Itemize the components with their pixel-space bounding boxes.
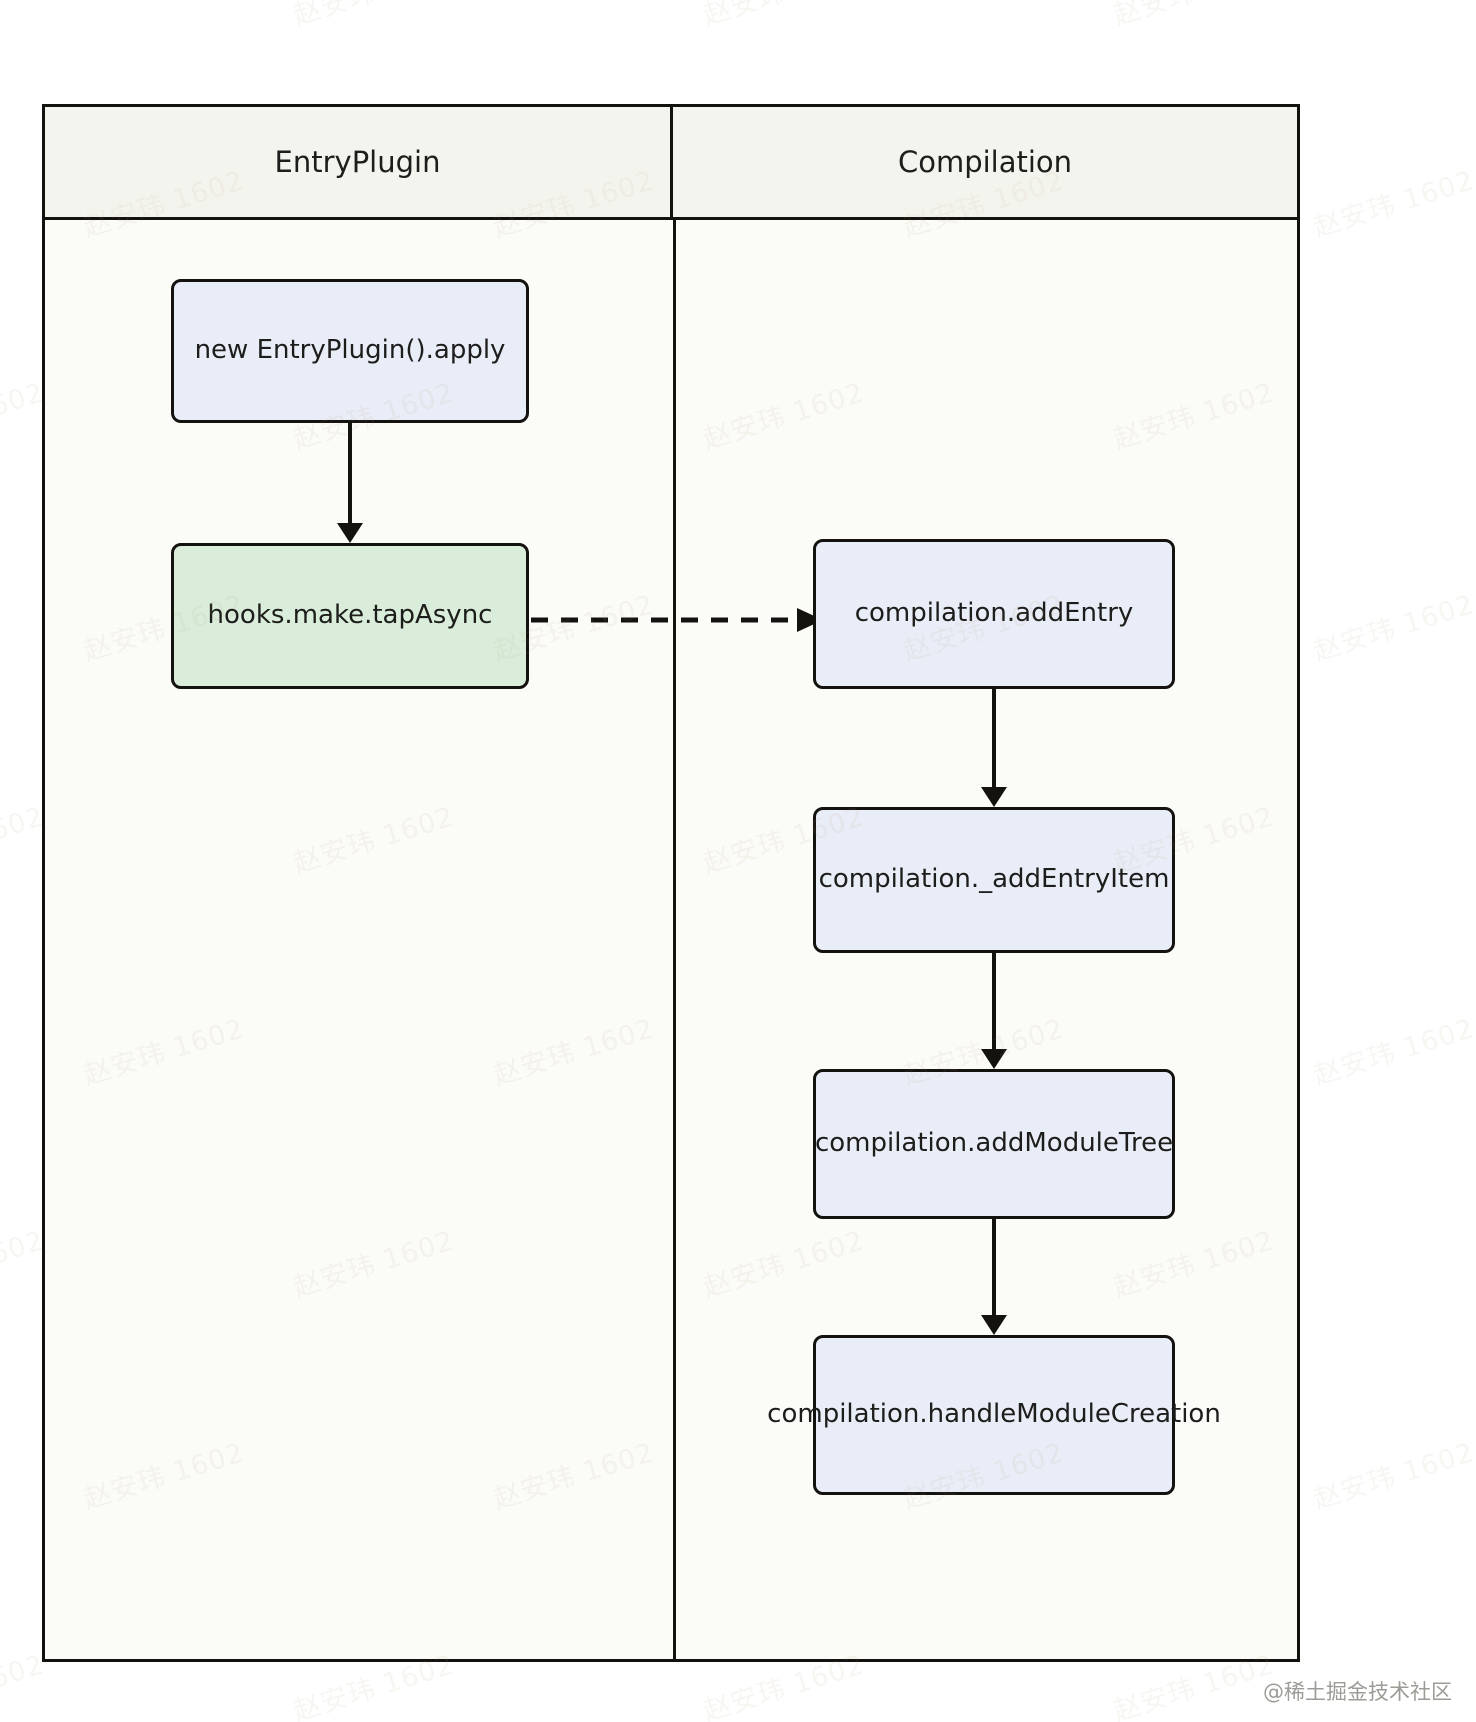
node-hooks-make-tapasync[interactable]: hooks.make.tapAsync: [171, 543, 529, 689]
node-new-entryplugin-apply[interactable]: new EntryPlugin().apply: [171, 279, 529, 423]
watermark-text: 赵安玮 1602: [288, 0, 458, 32]
watermark-text: 赵安玮 1602: [1309, 589, 1476, 668]
watermark-text: 赵安玮 1602: [1309, 165, 1476, 244]
node-compilation-addmoduletree[interactable]: compilation.addModuleTree: [813, 1069, 1175, 1219]
watermark-text: 赵安玮 1602: [1309, 1437, 1476, 1516]
watermark-text: 赵安玮 1602: [0, 0, 48, 32]
node-compilation-handlemodulecreation[interactable]: compilation.handleModuleCreation: [767, 1335, 1221, 1495]
lane-title-compilation: Compilation: [897, 145, 1073, 179]
arrowhead-right: [797, 608, 823, 632]
lane-divider: [673, 220, 676, 1662]
node-compilation-addentryitem[interactable]: compilation._addEntryItem: [813, 807, 1175, 953]
lane-title-entryplugin: EntryPlugin: [45, 107, 673, 217]
watermark-text: 赵安玮 1602: [1108, 0, 1278, 32]
node-compilation-addentry[interactable]: compilation.addEntry: [813, 539, 1175, 689]
watermark-text: 赵安玮 1602: [698, 0, 868, 32]
edge-tapasync-to-addentry: [531, 608, 823, 632]
lane-header-row: EntryPlugin Compilation: [45, 107, 1297, 220]
watermark-text: 赵安玮 1602: [1309, 1013, 1476, 1092]
swimlane-diagram: EntryPlugin Compilation new EntryPlugin(…: [42, 104, 1300, 1662]
source-credit: @稀土掘金技术社区: [1263, 1680, 1452, 1704]
